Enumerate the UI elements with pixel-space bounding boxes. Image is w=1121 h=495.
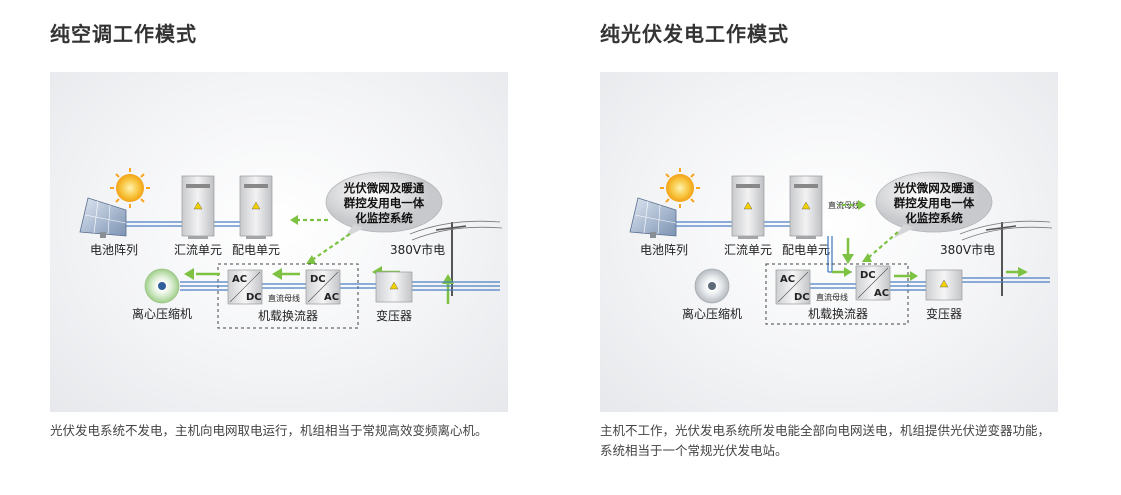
label-compressor: 离心压缩机 — [132, 306, 192, 321]
main-bus-wires — [810, 277, 1050, 291]
bubble-line-1: 光伏微网及暖通 — [343, 181, 425, 195]
label-compressor: 离心压缩机 — [682, 306, 742, 321]
converter-group — [765, 263, 909, 325]
right-title: 纯光伏发电工作模式 — [600, 22, 789, 46]
main-bus-wires — [180, 281, 500, 291]
grid-pole-icon — [409, 220, 503, 296]
ac-dc-converter-box: AC DC — [775, 269, 811, 305]
bubble-line-2: 群控发用电一体 — [893, 196, 975, 210]
label-panel: 电池阵列 — [640, 243, 688, 257]
right-description: 主机不工作，光伏发电系统所发电能全部向电网送电，机组提供光伏逆变器功能，系统相当… — [600, 423, 1051, 458]
label-panel: 电池阵列 — [90, 243, 138, 257]
box2-dc: DC — [860, 270, 876, 281]
control-arrow-head-2 — [306, 255, 316, 264]
box1-ac: AC — [232, 274, 247, 285]
wire-panel-combiner — [126, 221, 240, 227]
left-diagram-svg: 电池阵列 汇流单元 配电单元 — [79, 168, 503, 329]
bubble-line-3: 化监控系统 — [355, 211, 413, 225]
transformer-icon — [925, 269, 963, 301]
combiner-cabinet-icon — [181, 175, 215, 239]
right-diagram-svg: 电池阵列 汇流单元 配电单元 直流母线 — [629, 168, 1053, 325]
box2-dc: DC — [310, 274, 326, 285]
right-panel: 纯光伏发电工作模式 — [600, 0, 1060, 495]
grid-pole-icon — [959, 220, 1053, 296]
flow-arrows-right — [832, 267, 1028, 281]
flow-arrows-left — [184, 266, 400, 280]
left-diagram: 电池阵列 汇流单元 配电单元 — [50, 72, 508, 412]
left-panel: 纯空调工作模式 — [50, 0, 510, 495]
sun-icon — [110, 168, 150, 208]
sun-icon — [660, 168, 700, 208]
label-converter: 机载换流器 — [808, 307, 868, 321]
label-combiner: 汇流单元 — [174, 243, 222, 257]
distribution-cabinet-icon — [789, 175, 823, 239]
compressor-fan-icon — [144, 268, 180, 304]
solar-panel-icon — [629, 197, 677, 238]
control-arrow-head-1 — [290, 215, 298, 225]
label-distribution: 配电单元 — [782, 243, 830, 257]
label-distribution: 配电单元 — [232, 243, 280, 257]
control-arrow — [862, 231, 899, 262]
solar-panel-icon — [79, 197, 127, 238]
wire-panel-combiner — [676, 221, 790, 227]
bubble-line-1: 光伏微网及暖通 — [893, 181, 975, 195]
label-grid: 380V市电 — [940, 242, 995, 257]
label-converter: 机载换流器 — [258, 309, 318, 323]
dc-ac-converter-box: DC AC — [855, 265, 891, 301]
bubble-line-2: 群控发用电一体 — [343, 196, 425, 210]
label-dc-bus: 直流母线 — [816, 292, 848, 302]
control-arrows — [296, 218, 351, 261]
monitor-bubble: 光伏微网及暖通 群控发用电一体 化监控系统 — [325, 171, 443, 238]
ac-dc-converter-box: AC DC — [227, 269, 263, 305]
box2-ac: AC — [324, 292, 339, 303]
box1-dc: DC — [246, 292, 262, 303]
label-grid: 380V市电 — [390, 242, 445, 257]
dc-bus-arrow — [838, 200, 866, 210]
compressor-fan-icon — [694, 268, 730, 304]
monitor-bubble: 光伏微网及暖通 群控发用电一体 化监控系统 — [875, 171, 993, 238]
label-combiner: 汇流单元 — [724, 243, 772, 257]
label-transformer: 变压器 — [376, 308, 412, 323]
box1-dc: DC — [794, 292, 810, 303]
transformer-icon — [375, 271, 413, 303]
left-description: 光伏发电系统不发电，主机向电网取电运行，机组相当于常规高效变频离心机。 — [50, 423, 488, 438]
box2-ac: AC — [874, 288, 889, 299]
combiner-cabinet-icon — [731, 175, 765, 239]
distribution-cabinet-icon — [239, 175, 273, 239]
label-dc-bus: 直流母线 — [268, 293, 300, 303]
down-arrow — [842, 238, 854, 264]
right-diagram: 电池阵列 汇流单元 配电单元 直流母线 — [600, 72, 1058, 412]
bubble-line-3: 化监控系统 — [905, 211, 963, 225]
box1-ac: AC — [780, 274, 795, 285]
label-transformer: 变压器 — [926, 306, 962, 321]
left-title: 纯空调工作模式 — [50, 22, 197, 46]
dc-ac-converter-box: DC AC — [305, 269, 341, 305]
